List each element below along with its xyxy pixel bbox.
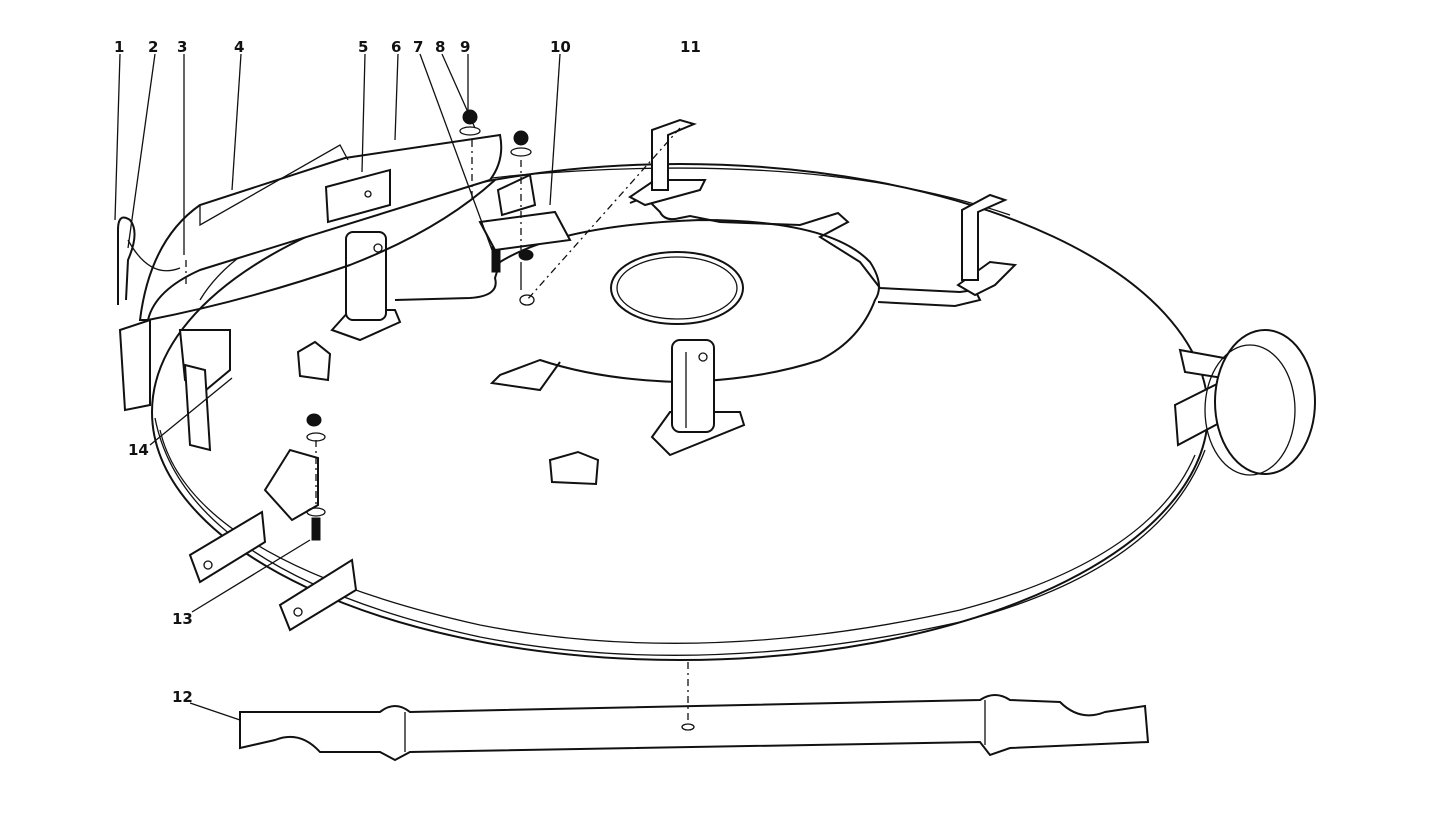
callout-1: 1 xyxy=(114,38,124,56)
callout-2: 2 xyxy=(148,38,158,56)
callout-labels: 1 2 3 4 5 6 7 8 9 10 11 12 13 14 xyxy=(114,38,701,706)
deck-post-back-1 xyxy=(628,118,707,207)
deck-post-back-2 xyxy=(956,193,1018,297)
callout-9: 9 xyxy=(460,38,470,56)
assembly-lines xyxy=(185,127,681,505)
leader-lines xyxy=(114,53,561,721)
deck-post-front xyxy=(650,339,746,457)
callout-5: 5 xyxy=(358,38,368,56)
callout-13: 13 xyxy=(172,610,193,628)
nut-and-washer-stack xyxy=(459,109,572,306)
deck-small-clip-1 xyxy=(296,340,332,382)
callout-11: 11 xyxy=(680,38,701,56)
gauge-wheel xyxy=(1173,329,1316,476)
callout-8: 8 xyxy=(435,38,445,56)
hairpin-cotter xyxy=(117,216,181,305)
deck-small-clip-2 xyxy=(548,450,600,486)
callout-14: 14 xyxy=(128,441,149,459)
callout-3: 3 xyxy=(177,38,187,56)
deflector-hinge xyxy=(118,318,231,452)
side-bracket-assembly xyxy=(188,413,358,632)
callout-4: 4 xyxy=(234,38,244,56)
callout-6: 6 xyxy=(391,38,401,56)
callout-7: 7 xyxy=(413,38,423,56)
mower-blade xyxy=(239,662,1150,762)
deflector-shield xyxy=(138,133,503,321)
callout-12: 12 xyxy=(172,688,193,706)
deflector-block xyxy=(324,168,391,224)
callout-10: 10 xyxy=(550,38,571,56)
